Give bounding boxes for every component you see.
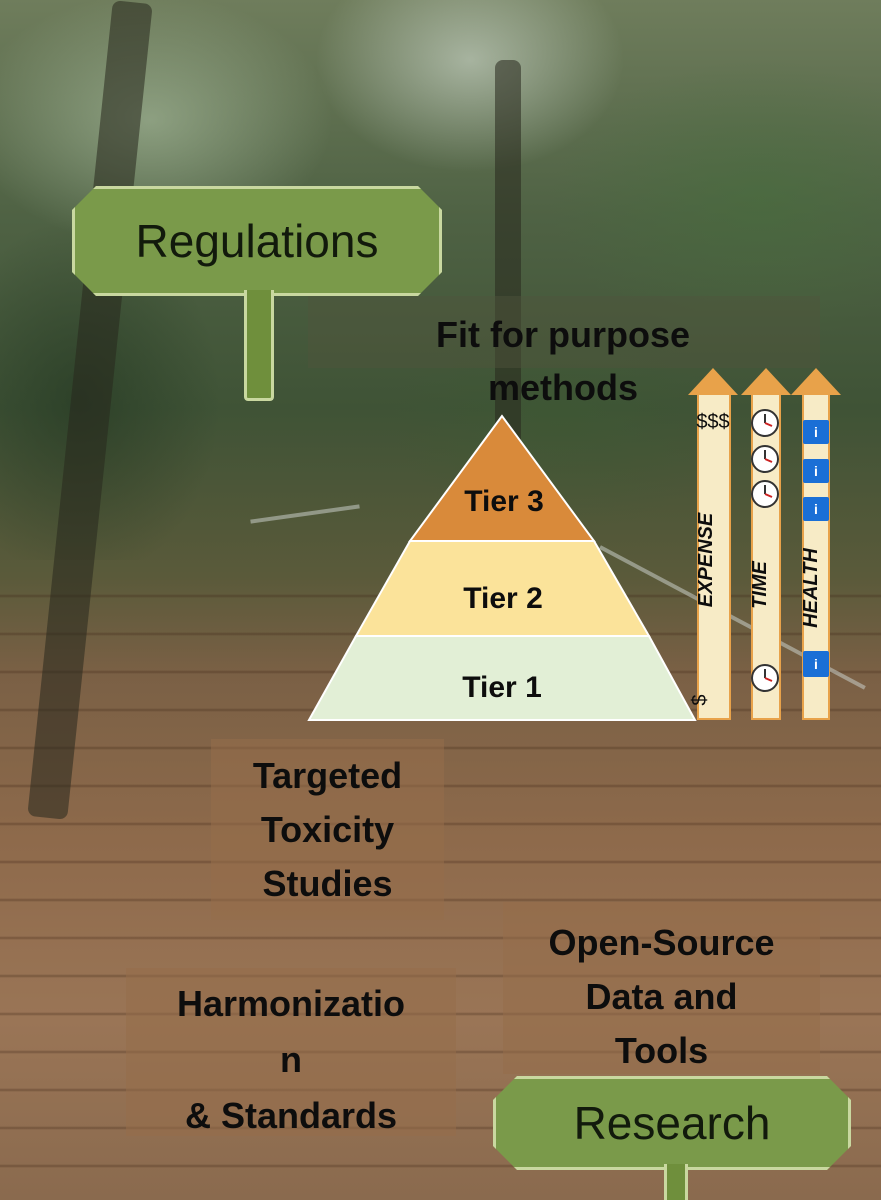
info-icon: i xyxy=(803,459,829,483)
svg-text:i: i xyxy=(814,463,818,479)
tier-1-label: Tier 1 xyxy=(462,671,542,704)
clock-icon xyxy=(751,664,779,692)
clock-icon xyxy=(751,480,779,508)
expense-arrow: $$$ $ EXPENSE xyxy=(688,368,738,720)
info-icon: i xyxy=(803,497,829,521)
clock-icon xyxy=(751,409,779,437)
tier-3-shape xyxy=(408,414,596,542)
panel-line: Harmonizatio xyxy=(176,983,406,1024)
regulations-sign-post xyxy=(244,290,274,401)
panel-line: n xyxy=(280,1039,302,1080)
targeted-toxicity-panel: Targeted Toxicity Studies xyxy=(211,739,444,920)
regulations-sign-label: Regulations xyxy=(135,215,379,267)
fit-for-purpose-title: Fit for purpose methods xyxy=(436,314,690,408)
clock-icon xyxy=(751,445,779,473)
svg-text:i: i xyxy=(814,424,818,440)
expense-label: EXPENSE xyxy=(695,512,717,607)
panel-line: Studies xyxy=(262,863,393,904)
svg-text:i: i xyxy=(814,656,818,672)
panel-line: Toxicity xyxy=(260,809,395,850)
tier-2-label: Tier 2 xyxy=(463,582,543,615)
harmonization-panel: Harmonizatio n & Standards xyxy=(126,968,456,1136)
research-sign-label: Research xyxy=(573,1097,771,1149)
tier-3-label: Tier 3 xyxy=(464,485,544,518)
health-label: HEALTH xyxy=(800,548,822,628)
panel-line: Tools xyxy=(614,1030,709,1071)
tier-1-shape xyxy=(307,635,697,721)
research-sign: Research xyxy=(493,1076,851,1170)
fit-for-purpose-panel xyxy=(308,296,820,368)
info-icon: i xyxy=(803,420,829,444)
panel-line: Targeted xyxy=(252,755,403,796)
panel-line: Data and xyxy=(585,976,738,1017)
expense-low-mark: $ xyxy=(689,694,711,705)
open-source-panel: Open-Source Data and Tools xyxy=(503,902,820,1074)
time-label: TIME xyxy=(749,560,771,608)
info-icon: i xyxy=(803,651,829,677)
health-arrow: i i i i HEALTH xyxy=(791,368,841,720)
regulations-sign: Regulations xyxy=(72,186,442,296)
research-sign-post xyxy=(664,1164,688,1200)
svg-text:i: i xyxy=(814,501,818,517)
time-arrow: TIME xyxy=(741,368,791,720)
expense-high-mark: $$$ xyxy=(696,411,729,433)
panel-line: & Standards xyxy=(184,1095,398,1136)
panel-line: Open-Source xyxy=(548,922,775,963)
